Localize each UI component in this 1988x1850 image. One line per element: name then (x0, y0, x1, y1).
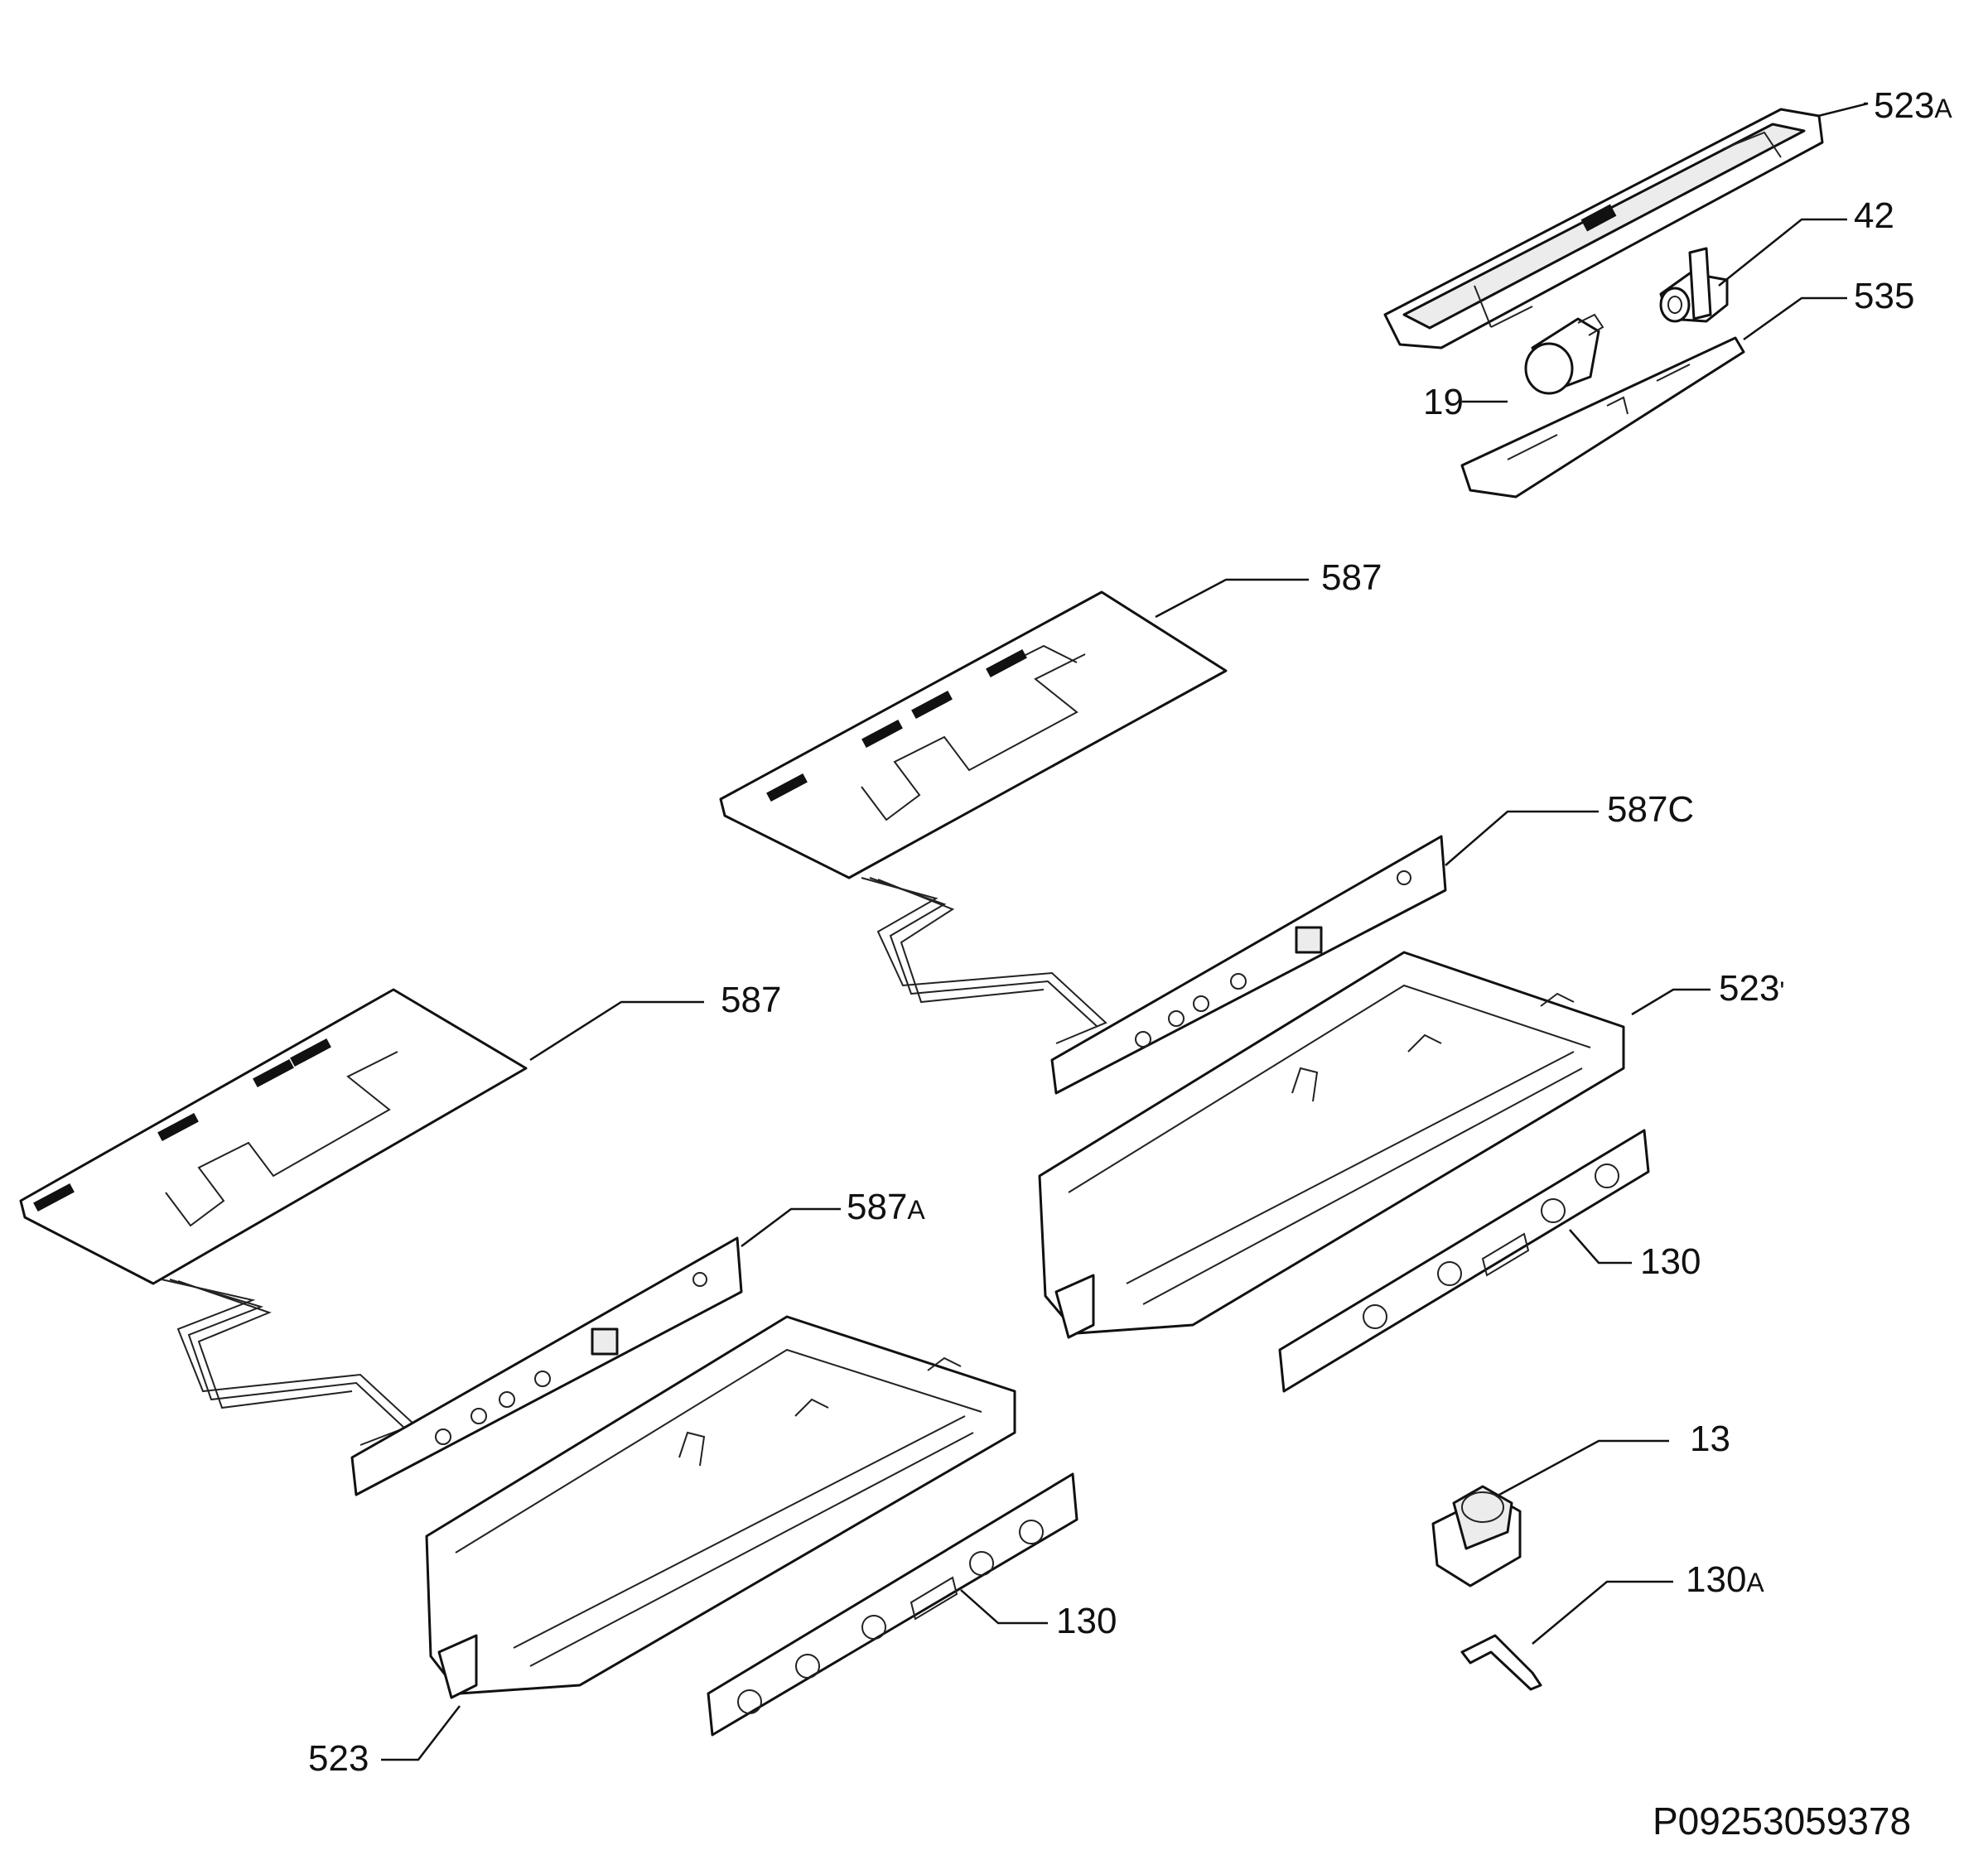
part-587-top-pcb (719, 590, 1228, 1044)
label-130a: 130A (1686, 1559, 1764, 1600)
part-labels: 523A 42 535 19 587 587C 523' 587 587A 13… (308, 85, 1952, 1779)
label-523-right: 523' (1719, 968, 1785, 1009)
label-523-left: 523 (308, 1738, 369, 1779)
part-13-switch (1431, 1485, 1522, 1587)
part-535-bracket (1460, 336, 1745, 499)
label-587-left: 587 (721, 980, 781, 1020)
leader-lines (381, 102, 1869, 1761)
part-130-left-panel (707, 1472, 1078, 1737)
label-535: 535 (1854, 276, 1914, 316)
part-587a-control-strip (350, 1236, 743, 1496)
label-587a: 587A (847, 1187, 925, 1227)
part-523-left-housing (425, 1315, 1016, 1699)
label-587c: 587C (1607, 789, 1694, 830)
part-523-right-housing (1038, 951, 1625, 1339)
label-130-left: 130 (1056, 1601, 1117, 1641)
document-id: P09253059378 (1653, 1799, 1911, 1843)
label-42: 42 (1854, 195, 1894, 236)
label-13: 13 (1690, 1419, 1730, 1459)
label-130-right: 130 (1640, 1241, 1701, 1282)
part-19-bulb (1524, 313, 1604, 395)
part-523a-cover (1383, 108, 1824, 349)
label-19: 19 (1423, 382, 1464, 422)
part-42-lamp-socket (1659, 247, 1729, 323)
part-130-right-panel (1278, 1129, 1650, 1393)
label-523a: 523A (1874, 85, 1952, 126)
part-587c-control-strip (1050, 835, 1447, 1095)
part-587-left-pcb (19, 988, 528, 1446)
part-130a-strip (1460, 1634, 1542, 1691)
label-587-top: 587 (1321, 557, 1382, 598)
